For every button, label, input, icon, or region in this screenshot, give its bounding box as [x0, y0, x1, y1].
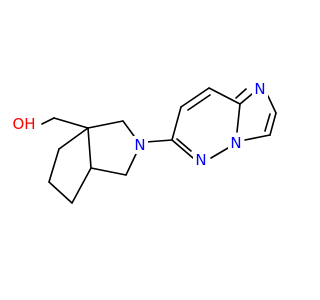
bond-c5-c6	[48, 181, 73, 204]
bond-c5pyr-c4pyr-double	[187, 94, 211, 111]
bond-c6-c6a	[71, 167, 92, 204]
bond-n-c6pyr	[145, 139, 173, 143]
bond-c8a-n1	[239, 93, 253, 105]
bond-o-ch2	[41, 117, 55, 125]
bond-n3-c6pyr-double	[176, 138, 192, 152]
pyridazine-nitrogen-group: N	[193, 151, 209, 169]
bond-n1-c2	[267, 95, 277, 114]
bond-n4-n3	[210, 147, 229, 159]
bond-ch2-c3a	[53, 117, 89, 129]
bond-c2-c3im	[269, 112, 277, 136]
bond-c6pyr-c5pyr	[171, 106, 182, 141]
atom-labels: OH N N N N	[8, 80, 268, 169]
bond-c5pyr-c4pyr	[180, 87, 210, 108]
bond-c3im-n4	[244, 134, 271, 141]
bond-c4-c5	[48, 148, 60, 183]
hydroxyl-label: OH	[12, 115, 35, 133]
bonds	[41, 87, 277, 204]
bond-c3a-c4	[58, 127, 89, 150]
pyrrolidine-nitrogen-group: N	[132, 136, 148, 154]
bond-c4pyr-c8a	[208, 87, 241, 105]
bond-c3-n	[122, 120, 135, 137]
molecule-structure: OH N N N N	[8, 80, 277, 204]
bond-c6a-c3a	[87, 127, 92, 169]
hydroxyl-label-group: OH	[8, 114, 38, 134]
imidazole-nitrogen-label: N	[254, 80, 265, 98]
bond-c1-c6a	[90, 167, 127, 176]
bond-c3a-c3	[87, 120, 124, 129]
bond-c2-c3im-double	[264, 113, 271, 132]
bond-n-c1	[125, 153, 137, 176]
bond-c8a-n4	[236, 103, 241, 133]
pyrrolidine-nitrogen-label: N	[134, 136, 145, 154]
bond-n3-c6pyr	[171, 139, 194, 159]
bond-c8a-n1-double	[235, 88, 247, 99]
pyridazine-nitrogen-label: N	[195, 151, 206, 169]
bridgehead-nitrogen-group: N	[228, 134, 244, 152]
imidazole-nitrogen-group: N	[252, 80, 268, 98]
bridgehead-nitrogen-label: N	[230, 134, 241, 152]
